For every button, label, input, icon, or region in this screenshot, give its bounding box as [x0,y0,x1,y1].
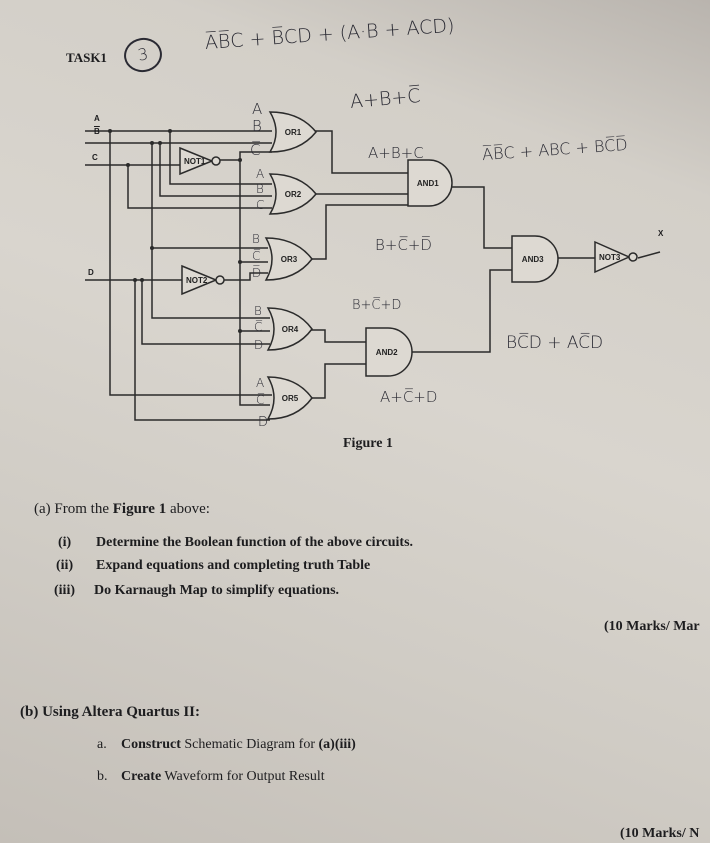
part-a-item-i: (i)Determine the Boolean function of the… [58,535,414,550]
wire-junction [238,329,242,333]
and3-label: AND3 [522,255,544,264]
or4-label: OR4 [282,325,299,334]
task-label: TASK1 [66,50,107,65]
part-a-item-ii: (ii)Expand equations and completing trut… [56,558,371,573]
input-label-c: C [92,153,98,162]
part-a-marks: (10 Marks/ Mar [604,619,700,634]
not3-inversion-bubble [628,252,638,262]
or1-input-b: B [252,117,262,135]
input-label-b: B [94,127,100,136]
wire [412,269,514,353]
wire [159,143,272,197]
or5-output-expr: A+C̅+D [380,388,438,406]
wire [315,130,410,174]
wire [311,363,368,399]
or5-input-cbar: C̅ [256,393,265,407]
or2-input-b: B [256,182,264,196]
and2-output-expr: BC̅D + AC̅D [506,333,604,353]
and1-gate [407,159,453,207]
part-b-marks: (10 Marks/ N [620,826,700,841]
output-label-x: X [658,229,664,238]
part-b-item-a: a.Construct Schematic Diagram for (a)(ii… [97,737,356,752]
not2-gate [181,264,218,296]
wire-junction [150,141,154,145]
or4-input-d: D [254,338,264,352]
or5-input-a: A [256,376,265,390]
input-label-d: D [88,268,94,277]
wire [127,165,272,209]
wire [311,204,410,260]
part-a-item-iii: (iii)Do Karnaugh Map to simplify equatio… [54,583,340,598]
not1-inversion-bubble [211,156,221,166]
or2-input-c: C [256,198,265,212]
wire-junction [126,163,130,167]
or4-output-expr: B+C̅+D [352,298,402,313]
wire [151,248,270,319]
not2-label: NOT2 [186,276,208,285]
wire [637,251,661,259]
input-label-a: A [94,114,100,123]
wire-junction [238,260,242,264]
or4-input-b: B [254,304,262,318]
not3-label: NOT3 [599,253,621,262]
figure-caption: Figure 1 [343,436,393,451]
wire [452,186,514,249]
and2-label: AND2 [376,348,398,357]
or1-input-cbar: C̅ [250,141,261,159]
or2-label: OR2 [285,190,302,199]
part-a-intro: (a) From the Figure 1 above: [34,501,210,517]
wire-junction [168,129,172,133]
wire [141,280,270,345]
or1-label: OR1 [285,128,302,137]
not1-gate [179,146,214,176]
or5-input-d: D [258,415,269,430]
or3-input-dbar: D̅ [252,266,262,280]
or1-input-a: A [252,100,263,118]
wire-junction [158,141,162,145]
or1-gate [268,111,317,153]
wire [218,151,272,161]
or3-gate [264,237,313,281]
or3-label: OR3 [281,255,298,264]
wire [239,160,270,406]
wire [134,280,270,421]
or2-input-a: A [256,167,265,181]
wire-junction [133,278,137,282]
and3-gate [511,235,559,283]
wire-junction [238,158,242,162]
or4-gate [266,307,313,351]
or3-input-b: B [252,232,260,246]
not1-label: NOT1 [184,157,206,166]
or5-gate [266,376,313,420]
part-b-intro: (b) Using Altera Quartus II: [20,704,201,720]
or3-input-cbar: C̅ [252,249,261,263]
or2-gate [268,173,317,215]
wire [109,131,272,396]
wire-junction [108,129,112,133]
part-b-item-b: b.Create Waveform for Output Result [97,769,325,784]
or4-input-cbar: C̅ [254,320,263,334]
wire [311,329,368,343]
wire-junction [140,278,144,282]
wire-junction [150,246,154,250]
wire [222,272,268,281]
not3-gate [594,240,631,274]
or3-output-expr: B+C̅+D̅ [375,236,432,254]
wire [169,131,272,185]
and1-label: AND1 [417,179,439,188]
or5-label: OR5 [282,394,299,403]
and2-gate [365,327,413,377]
not2-inversion-bubble [215,275,225,285]
or2-output-expr: A+B+C [368,144,424,162]
